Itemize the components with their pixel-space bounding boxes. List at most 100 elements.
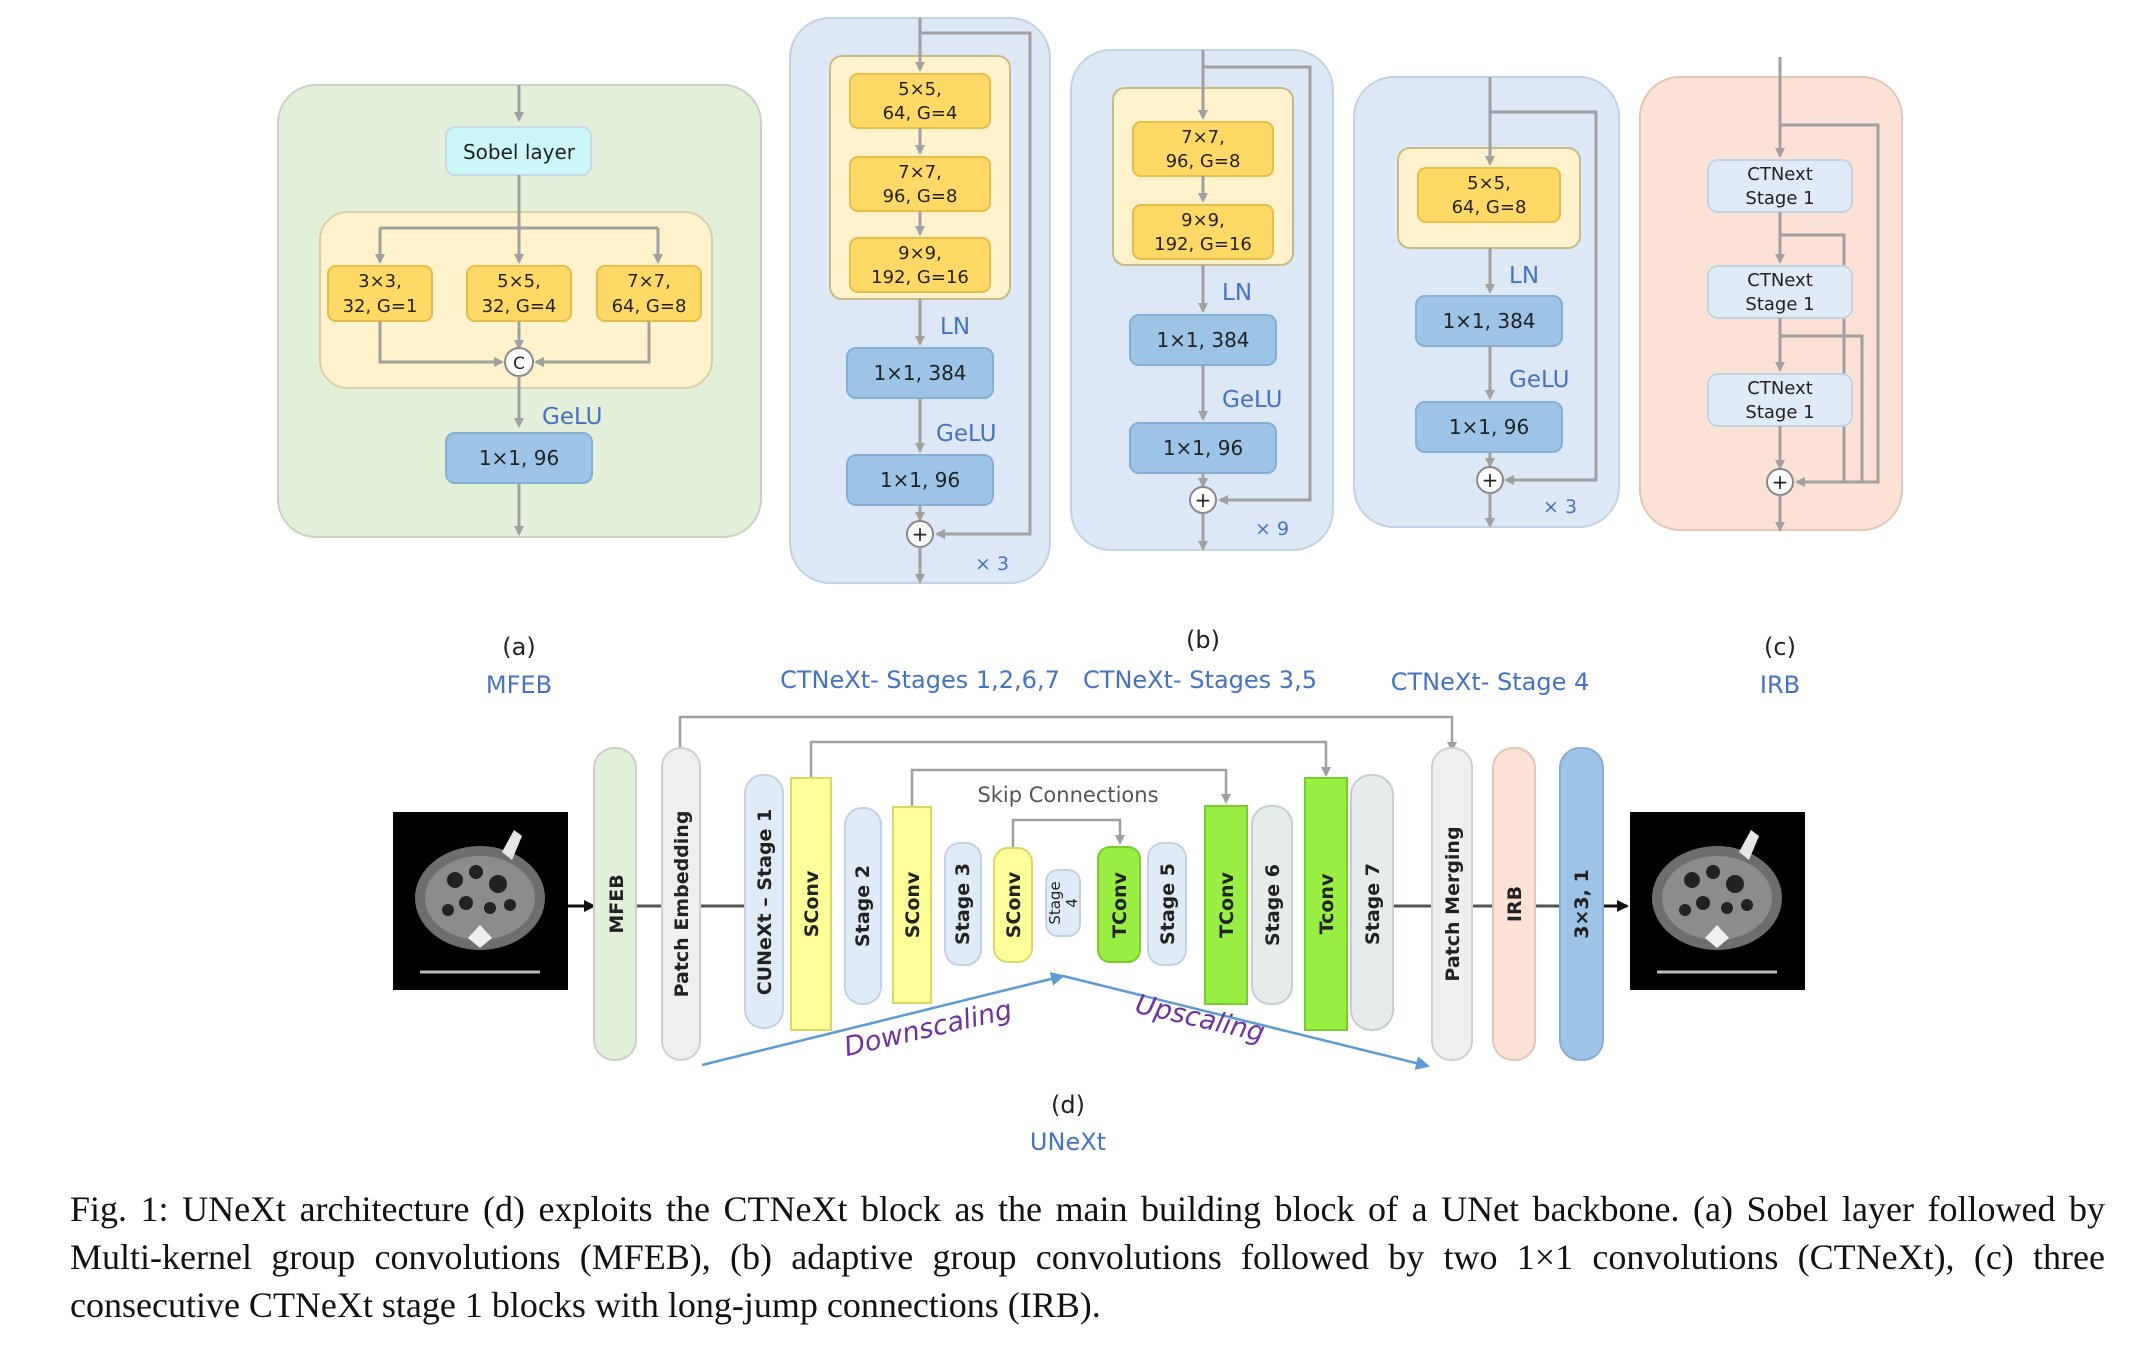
stage-3-block — [944, 842, 982, 966]
svg-text:CUNeXt – Stage 1: CUNeXt – Stage 1 — [754, 809, 776, 996]
svg-text:96, G=8: 96, G=8 — [883, 186, 958, 207]
svg-text:7×7,: 7×7, — [898, 162, 942, 183]
svg-text:7×7,: 7×7, — [627, 271, 671, 292]
tconv-1-block — [1097, 846, 1141, 963]
svg-text:Stage 6: Stage 6 — [1262, 864, 1284, 946]
svg-text:1×1, 96: 1×1, 96 — [1449, 415, 1529, 439]
svg-text:Stage 1: Stage 1 — [1745, 402, 1814, 423]
svg-text:192, G=16: 192, G=16 — [871, 267, 969, 288]
patch-merging-block — [1431, 747, 1473, 1061]
svg-text:Stage 1: Stage 1 — [1745, 294, 1814, 315]
svg-text:Stage 3: Stage 3 — [952, 863, 974, 945]
sconv-2-block — [892, 806, 932, 1004]
svg-text:TConv: TConv — [1109, 871, 1131, 937]
svg-text:CTNext: CTNext — [1747, 378, 1813, 399]
mfeb-letter: (a) — [502, 633, 535, 661]
unext-irb-block — [1492, 747, 1536, 1061]
stage-7-block — [1350, 774, 1394, 1031]
mfeb-panel: Sobel layer 3×3, 32, G=1 5×5, 32, G=4 7×… — [277, 84, 762, 538]
figure-caption: Fig. 1: UNeXt architecture (d) exploits … — [70, 1189, 2105, 1325]
irb-name: IRB — [1760, 671, 1800, 699]
svg-text:SConv: SConv — [801, 870, 823, 937]
svg-text:MFEB: MFEB — [606, 874, 628, 933]
svg-text:1×1, 96: 1×1, 96 — [880, 468, 960, 492]
ctnext-letter: (b) — [1186, 626, 1220, 654]
svg-text:GeLU: GeLU — [1509, 367, 1569, 393]
ctnext-block-3: 5×5, 64, G=8 LN 1×1, 384 GeLU 1×1, 96 + … — [1353, 76, 1620, 528]
svg-text:Stage 1: Stage 1 — [1745, 188, 1814, 209]
svg-text:GeLU: GeLU — [936, 421, 996, 447]
svg-text:C: C — [513, 354, 525, 374]
patch-embedding-block — [661, 747, 701, 1061]
svg-text:64, G=8: 64, G=8 — [1452, 197, 1527, 218]
kernel-7x7: 7×7, 64, G=8 — [596, 265, 702, 322]
svg-text:CTNext: CTNext — [1747, 270, 1813, 291]
svg-text:+: + — [1772, 470, 1789, 494]
sconv-1-block — [790, 777, 832, 1031]
unext-name: UNeXt — [1030, 1128, 1106, 1156]
ctnext-block-2: 7×7, 96, G=8 9×9, 192, G=16 LN 1×1, 384 … — [1070, 49, 1334, 551]
svg-text:1×1, 96: 1×1, 96 — [1163, 436, 1243, 460]
svg-text:96, G=8: 96, G=8 — [1166, 151, 1241, 172]
unext-diagram: Skip Connections — [393, 715, 1805, 1070]
svg-text:9×9,: 9×9, — [898, 243, 942, 264]
svg-text:LN: LN — [1509, 263, 1539, 289]
architecture-diagram: Sobel layer 3×3, 32, G=1 5×5, 32, G=4 7×… — [277, 17, 1903, 1156]
irb-panel: CTNext Stage 1 CTNext Stage 1 CTNext Sta… — [1639, 57, 1903, 532]
svg-text:3×3, 1: 3×3, 1 — [1571, 869, 1593, 938]
svg-text:3×3,: 3×3, — [358, 271, 402, 292]
ctnext-name-1: CTNeXt- Stages 1,2,6,7 — [780, 666, 1060, 694]
svg-text:GeLU: GeLU — [1222, 387, 1282, 413]
svg-text:4: 4 — [1063, 898, 1081, 908]
ctnext-name-3: CTNeXt- Stage 4 — [1391, 668, 1590, 696]
final-conv-block — [1559, 747, 1604, 1061]
sconv-3-block — [993, 847, 1033, 963]
svg-text:SConv: SConv — [1003, 871, 1025, 938]
skip-connections-label: Skip Connections — [977, 783, 1158, 807]
svg-text:1×1, 384: 1×1, 384 — [1156, 328, 1249, 352]
svg-text:Stage 7: Stage 7 — [1362, 863, 1384, 945]
input-ct-image — [393, 812, 568, 990]
svg-text:+: + — [1482, 468, 1499, 492]
svg-text:7×7,: 7×7, — [1181, 127, 1225, 148]
svg-text:5×5,: 5×5, — [497, 271, 541, 292]
kernel-5x5: 5×5, 32, G=4 — [466, 265, 572, 322]
sobel-label: Sobel layer — [463, 140, 576, 164]
svg-text:Stage: Stage — [1046, 881, 1064, 924]
tconv-3-block — [1304, 777, 1348, 1031]
kernel-3x3: 3×3, 32, G=1 — [327, 265, 433, 322]
svg-text:LN: LN — [1222, 280, 1252, 306]
svg-text:Stage 5: Stage 5 — [1157, 863, 1179, 945]
svg-text:× 9: × 9 — [1255, 518, 1289, 540]
unext-letter: (d) — [1051, 1091, 1085, 1119]
mfeb-gelu: GeLU — [542, 404, 602, 430]
svg-text:TConv: TConv — [1216, 871, 1238, 937]
svg-text:Stage 2: Stage 2 — [852, 865, 874, 947]
svg-text:CTNext: CTNext — [1747, 164, 1813, 185]
stage-2-block — [844, 807, 882, 1005]
ctnext-name-2: CTNeXt- Stages 3,5 — [1083, 666, 1317, 694]
svg-text:Tconv: Tconv — [1316, 873, 1338, 934]
svg-text:1×1, 384: 1×1, 384 — [1442, 309, 1535, 333]
svg-text:32, G=1: 32, G=1 — [343, 296, 418, 317]
svg-text:Patch Embedding: Patch Embedding — [671, 811, 693, 998]
tconv-2-block — [1204, 805, 1248, 1005]
svg-text:1×1, 384: 1×1, 384 — [873, 361, 966, 385]
svg-text:× 3: × 3 — [1543, 496, 1577, 518]
svg-text:SConv: SConv — [902, 871, 924, 938]
unext-mfeb-block — [593, 747, 637, 1061]
stage-4-block — [1045, 869, 1081, 937]
irb-letter: (c) — [1764, 633, 1796, 661]
svg-text:LN: LN — [940, 314, 970, 340]
ctnext-block-1: 5×5, 64, G=4 7×7, 96, G=8 9×9, 192, G=16… — [789, 17, 1051, 584]
svg-text:Patch Merging: Patch Merging — [1442, 826, 1464, 981]
stage-6-block — [1251, 805, 1293, 1005]
svg-text:+: + — [1195, 488, 1212, 512]
svg-text:64, G=8: 64, G=8 — [612, 296, 687, 317]
mfeb-name: MFEB — [486, 671, 552, 699]
svg-text:5×5,: 5×5, — [1467, 173, 1511, 194]
stage-5-block — [1147, 842, 1187, 966]
svg-text:× 3: × 3 — [975, 553, 1009, 575]
stage-1-block — [744, 774, 784, 1029]
svg-text:1×1, 96: 1×1, 96 — [479, 446, 559, 470]
